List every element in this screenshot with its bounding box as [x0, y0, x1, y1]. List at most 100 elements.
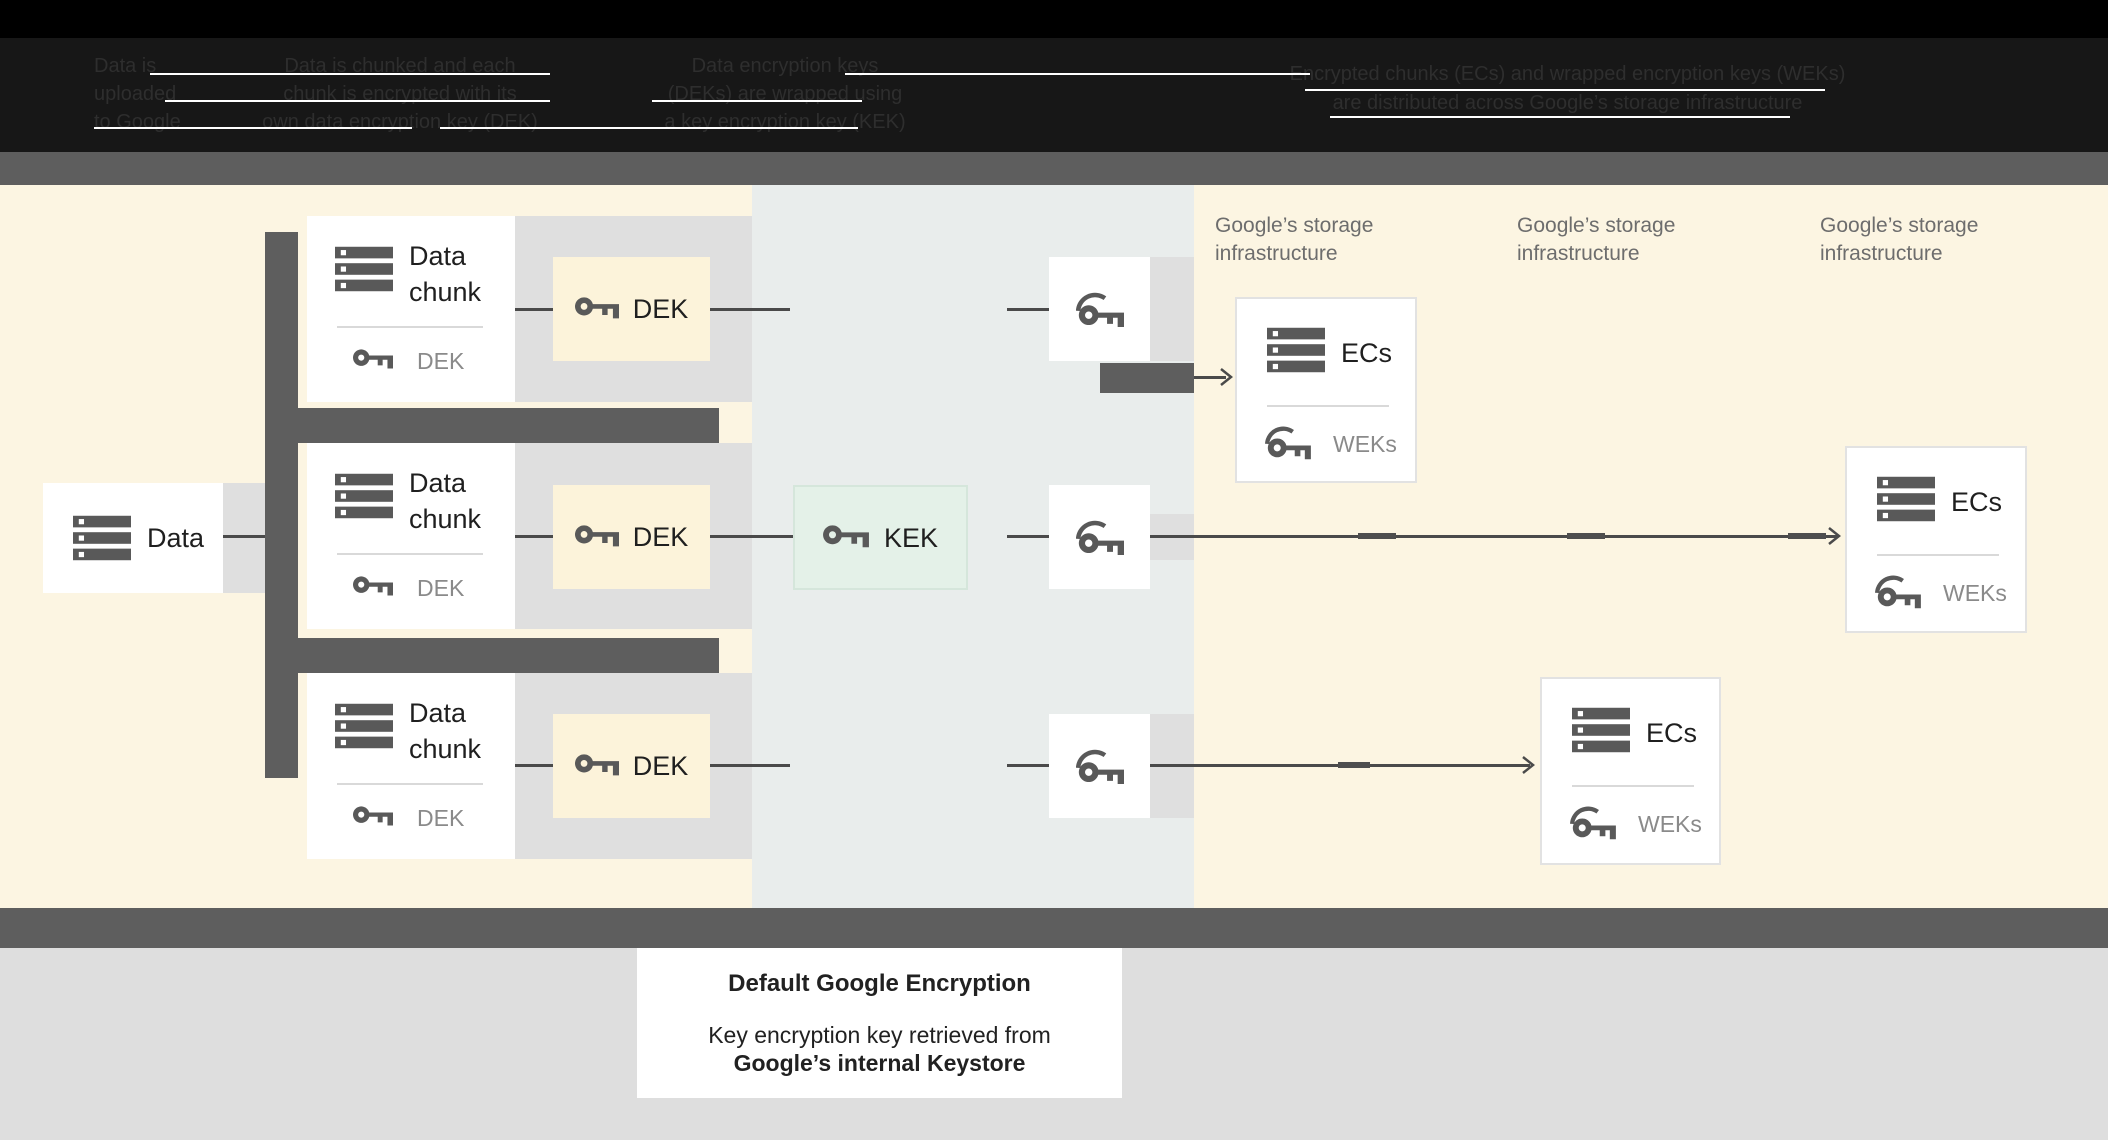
- key-icon: [574, 753, 619, 779]
- dek-box-2: DEK: [553, 485, 710, 589]
- ecs-weks-label: WEKs: [1333, 431, 1397, 457]
- server-icon: [335, 703, 393, 749]
- header-step-2-line-3: own data encryption key (DEK): [262, 111, 538, 133]
- wrapped-key-band: [1150, 257, 1194, 361]
- chunk-title-line1: Data: [409, 698, 467, 728]
- caption-title: Default Google Encryption: [728, 970, 1031, 997]
- glitch-underline: [165, 100, 550, 102]
- arrowhead-icon: [1218, 367, 1234, 387]
- server-icon: [73, 515, 131, 561]
- key-icon: [353, 805, 393, 829]
- header-step-2: Data is chunked and each chunk is encryp…: [245, 52, 555, 136]
- top-gray-bar: [0, 152, 2108, 185]
- split-trunk-bar: [265, 232, 298, 778]
- kek-box-label: KEK: [883, 522, 939, 553]
- inter-row-bar-1: [298, 408, 719, 443]
- arrowhead-icon: [1520, 755, 1536, 775]
- arrow-dash: [1567, 533, 1605, 539]
- glitch-underline: [652, 100, 862, 102]
- wrapped-key-icon: [1076, 748, 1124, 785]
- caption-box: Default Google Encryption Key encryption…: [637, 948, 1122, 1098]
- ecs-box-3: ECs WEKs: [1540, 677, 1721, 865]
- data-chunk-box-3: Data chunk DEK: [307, 673, 515, 859]
- wrapped-key-icon: [1265, 425, 1311, 460]
- header-step-4-line-1: Encrypted chunks (ECs) and wrapped encry…: [1289, 63, 1846, 85]
- arrow-to-ecs-1: [1194, 376, 1226, 379]
- header-step-3-line-3: a key encryption key (KEK): [664, 111, 906, 133]
- storage-label-3-line2: infrastructure: [1820, 242, 1943, 265]
- ecs-title: ECs: [1951, 487, 2003, 517]
- ecs-divider: [1877, 554, 1999, 556]
- storage-label-3-line1: Google’s storage: [1820, 214, 1979, 237]
- server-icon: [335, 246, 393, 292]
- arrow-to-ecs-2: [1150, 535, 1838, 538]
- data-box: Data: [43, 483, 223, 593]
- connector-data-to-trunk: [223, 535, 267, 538]
- dek-box-1: DEK: [553, 257, 710, 361]
- key-icon: [823, 524, 869, 551]
- wrapped-key-icon: [1570, 805, 1616, 840]
- server-icon: [1572, 707, 1630, 753]
- wrap-output-bar: [1100, 363, 1194, 393]
- header-step-4: Encrypted chunks (ECs) and wrapped encry…: [1280, 60, 1855, 118]
- arrow-dash: [1788, 533, 1826, 539]
- header-top-strip: [0, 0, 2108, 38]
- connector-chunk-to-dek: [515, 535, 553, 538]
- kek-box: KEK: [793, 485, 968, 590]
- wrapped-key-box-3: [1049, 714, 1150, 818]
- chunk-divider: [337, 326, 483, 328]
- glitch-underline: [845, 73, 1310, 75]
- server-icon: [1877, 476, 1935, 522]
- data-chunk-box-1: Data chunk DEK: [307, 216, 515, 402]
- arrow-dash: [1338, 762, 1370, 768]
- dek-box-3: DEK: [553, 714, 710, 818]
- caption-line-2: Google’s internal Keystore: [733, 1050, 1026, 1076]
- ecs-box-2: ECs WEKs: [1845, 446, 2027, 633]
- connector-dek-to-kek: [710, 535, 793, 538]
- storage-label-2: Google’s storage infrastructure: [1517, 212, 1675, 268]
- glitch-underline: [150, 73, 550, 75]
- ecs-weks-label: WEKs: [1638, 811, 1702, 837]
- connector-into-wrapped-key: [1007, 764, 1049, 767]
- chunk-title: Data chunk: [409, 238, 481, 310]
- ecs-title: ECs: [1646, 718, 1698, 748]
- key-icon: [574, 296, 619, 322]
- storage-label-3: Google’s storage infrastructure: [1820, 212, 1978, 268]
- ecs-title: ECs: [1341, 338, 1393, 368]
- connector-dek-to-kekzone: [710, 764, 790, 767]
- header-step-2-line-2: chunk is encrypted with its: [283, 83, 517, 105]
- glitch-underline: [94, 127, 412, 129]
- ecs-divider: [1267, 405, 1389, 407]
- connector-into-wrapped-key: [1007, 535, 1049, 538]
- connector-chunk-to-dek: [515, 764, 553, 767]
- key-icon: [353, 575, 393, 599]
- wrapped-key-box-2: [1049, 485, 1150, 589]
- wrapped-key-icon: [1875, 574, 1921, 609]
- storage-label-2-line1: Google’s storage: [1517, 214, 1676, 237]
- server-icon: [1267, 327, 1325, 373]
- chunk-title-line2: chunk: [409, 277, 482, 307]
- header-step-1-line-2: uploaded: [94, 83, 177, 105]
- server-icon: [335, 473, 393, 519]
- wrapped-key-box-1: [1049, 257, 1150, 361]
- header-band: Data is uploaded to Google Data is chunk…: [0, 0, 2108, 152]
- storage-label-1-line1: Google’s storage: [1215, 214, 1374, 237]
- dek-box-label: DEK: [632, 522, 689, 552]
- chunk-dek-label: DEK: [417, 348, 465, 374]
- data-chunk-box-2: Data chunk DEK: [307, 443, 515, 629]
- connector-chunk-to-dek: [515, 308, 553, 311]
- ecs-box-1: ECs WEKs: [1235, 297, 1417, 483]
- storage-label-2-line2: infrastructure: [1517, 242, 1640, 265]
- chunk-dek-label: DEK: [417, 805, 465, 831]
- header-step-3-line-2: (DEKs) are wrapped using: [667, 83, 903, 105]
- glitch-underline: [1305, 89, 1825, 91]
- arrow-dash: [1358, 533, 1396, 539]
- caption-line-1: Key encryption key retrieved from: [708, 1022, 1051, 1048]
- storage-label-1: Google’s storage infrastructure: [1215, 212, 1373, 268]
- chunk-title-line1: Data: [409, 468, 467, 498]
- ecs-weks-label: WEKs: [1943, 580, 2007, 606]
- ecs-divider: [1572, 785, 1694, 787]
- data-box-label: Data: [147, 523, 205, 553]
- chunk-divider: [337, 553, 483, 555]
